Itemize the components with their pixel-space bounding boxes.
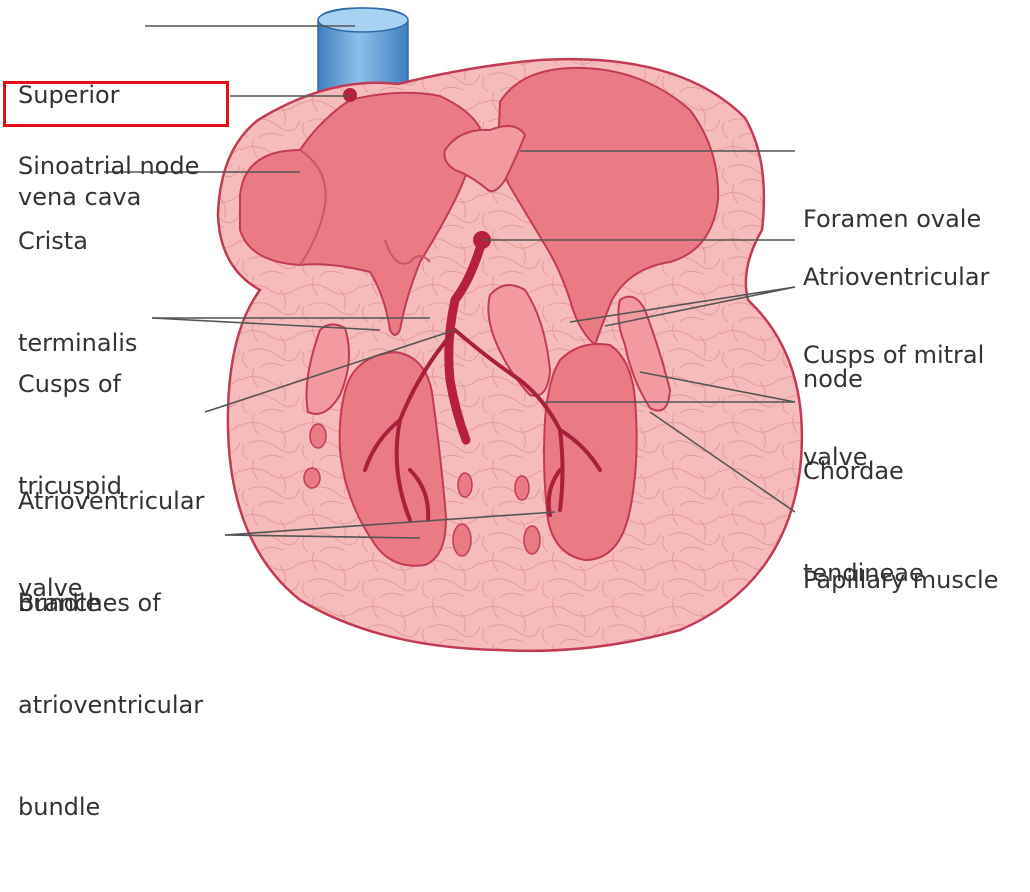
label-line: Chordae xyxy=(803,454,924,488)
label-line: Atrioventricular xyxy=(18,484,204,518)
label-line: Cusps of xyxy=(18,367,122,401)
heart-conduction-diagram: Superior vena cava Sinoatrial node Crist… xyxy=(0,0,1030,653)
label-line: Branches of xyxy=(18,586,203,620)
label-line: Crista xyxy=(18,224,137,258)
highlight-box xyxy=(3,81,229,127)
label-papillary-muscle: Papillary muscle xyxy=(803,495,998,665)
label-line: Cusps of mitral xyxy=(803,338,984,372)
label-line: Papillary muscle xyxy=(803,563,998,597)
sinoatrial-node-marker xyxy=(343,88,357,102)
label-line: bundle xyxy=(18,790,203,824)
label-branches-av-bundle: Branches of atrioventricular bundle xyxy=(18,518,203,892)
label-line: atrioventricular xyxy=(18,688,203,722)
